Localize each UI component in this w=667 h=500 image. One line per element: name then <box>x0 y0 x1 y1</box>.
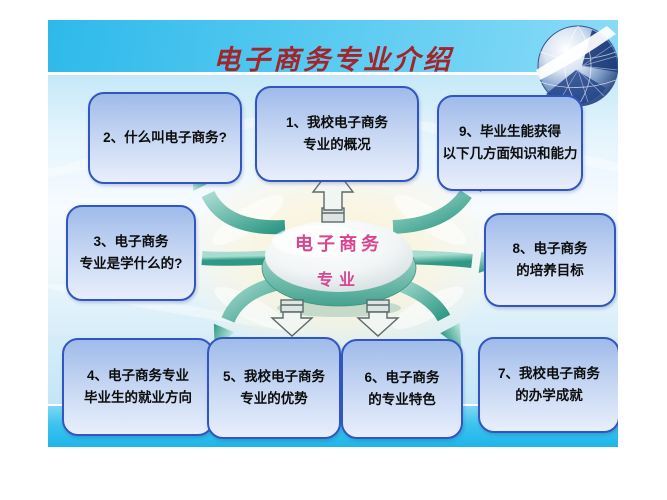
topic-box-2-line1: 2、什么叫电子商务? <box>103 130 227 145</box>
topic-box-8-line1: 8、电子商务 <box>512 241 588 256</box>
topic-box-1: 1、我校电子商务 专业的概况 <box>255 86 419 182</box>
topic-box-3-line2: 专业是学什么的? <box>79 256 183 271</box>
arrow-up-icon <box>311 164 355 223</box>
arrow-down-left-icon <box>270 299 314 337</box>
slide: 电子商务专业介绍 <box>48 20 618 447</box>
divider-line-top <box>48 72 618 75</box>
topic-box-7-line2: 的办学成就 <box>515 388 583 403</box>
topic-box-5-line2: 专业的优势 <box>240 391 308 406</box>
topic-box-3-line1: 3、电子商务 <box>93 234 169 249</box>
topic-box-5: 5、我校电子商务 专业的优势 <box>207 337 341 439</box>
topic-box-9: 9、毕业生能获得 以下几方面知识和能力 <box>437 95 583 191</box>
topic-box-7: 7、我校电子商务 的办学成就 <box>478 337 618 433</box>
topic-box-6-line2: 的专业特色 <box>368 392 436 407</box>
topic-box-1-line2: 专业的概况 <box>303 137 371 152</box>
topic-box-9-line1: 9、毕业生能获得 <box>458 124 561 139</box>
topic-box-4-line1: 4、电子商务专业 <box>86 368 189 383</box>
slide-title: 电子商务专业介绍 <box>213 45 453 75</box>
topic-box-4: 4、电子商务专业 毕业生的就业方向 <box>62 338 214 436</box>
block-arrows <box>270 164 400 337</box>
hub-ellipse <box>261 220 417 317</box>
topic-box-8: 8、电子商务 的培养目标 <box>484 213 616 307</box>
arrow-down-right-icon <box>356 299 400 337</box>
header-band <box>48 20 618 72</box>
topic-box-5-line1: 5、我校电子商务 <box>222 369 325 384</box>
topic-box-9-line2: 以下几方面知识和能力 <box>442 146 578 161</box>
topic-box-6-line1: 6、电子商务 <box>364 370 440 385</box>
topic-box-7-line1: 7、我校电子商务 <box>497 366 600 381</box>
topic-box-2: 2、什么叫电子商务? <box>88 92 242 184</box>
topic-box-3: 3、电子商务 专业是学什么的? <box>66 205 196 301</box>
topic-box-4-line2: 毕业生的就业方向 <box>84 390 192 405</box>
topic-box-1-line1: 1、我校电子商务 <box>285 115 388 130</box>
topic-box-6: 6、电子商务 的专业特色 <box>341 339 463 439</box>
topic-box-8-line2: 的培养目标 <box>516 263 584 278</box>
